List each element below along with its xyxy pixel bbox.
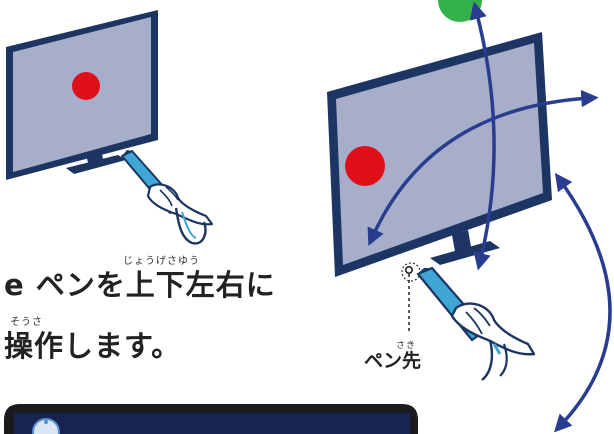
large-stylus-hand <box>416 266 536 381</box>
instruction-line1-ruby: じょうげさゆう <box>123 256 200 267</box>
pen-tip-kana: ペン <box>364 350 403 372</box>
small-monitor <box>6 10 158 180</box>
small-target-dot <box>72 72 100 100</box>
instruction-line1-kanji: 上下左右 <box>125 268 246 302</box>
large-monitor <box>327 32 552 277</box>
pen-tip-ruby: さき <box>396 341 417 351</box>
preview-thumbnail <box>4 404 418 434</box>
instruction-line2: 操作します。 <box>4 323 181 365</box>
horizontal-arrow-icon <box>367 89 599 246</box>
instruction-line1-prefix: e ペンを <box>4 268 126 302</box>
small-stylus-hand <box>121 150 214 245</box>
instruction-line2-suffix: します。 <box>64 329 182 363</box>
pen-tip-label: ペン先 <box>364 346 421 373</box>
instruction-line2-kanji: 操作 <box>4 329 65 363</box>
instruction-line1-suffix: に <box>245 268 276 302</box>
depth-arrow-icon <box>553 172 612 433</box>
instruction-line2-ruby: そうさ <box>10 317 43 328</box>
instruction-line1: e ペンを上下左右に <box>4 262 276 304</box>
pen-tip-kanji: 先 <box>402 350 422 372</box>
large-target-dot <box>345 146 385 186</box>
